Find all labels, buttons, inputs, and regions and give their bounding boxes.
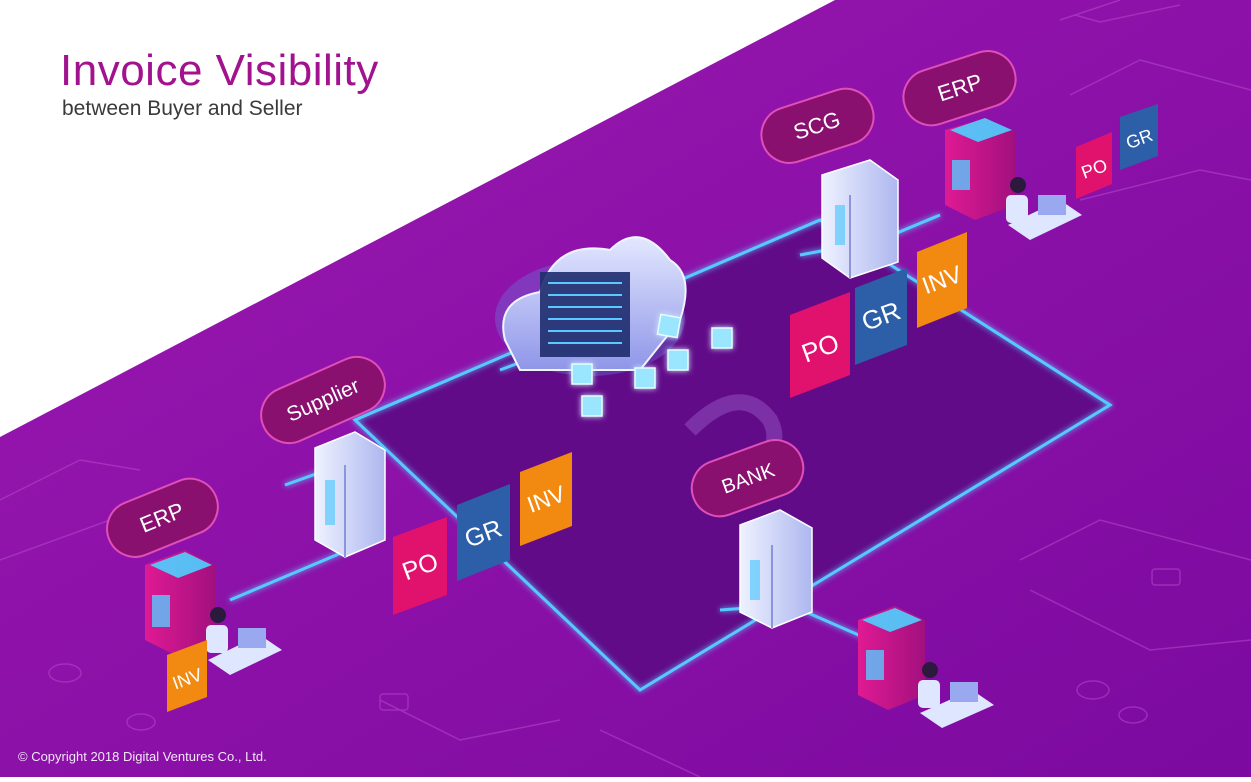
doc-po-seller: PO	[393, 517, 447, 615]
page-title: Invoice Visibility	[60, 46, 379, 95]
label-supplier: Supplier	[260, 355, 386, 445]
label-erp-buyer: ERP	[902, 50, 1017, 127]
label-bank: BANK	[690, 439, 805, 518]
data-cubes	[571, 313, 733, 417]
doc-gr-buyer-small: GR	[1120, 104, 1158, 170]
erp-bank-unit	[858, 606, 994, 728]
doc-inv-seller-erp: INV	[167, 640, 207, 712]
doc-po-buyer-small: PO	[1076, 132, 1112, 199]
doc-inv-seller: INV	[520, 452, 572, 546]
doc-inv-buyer: INV	[917, 232, 967, 328]
page-subtitle: between Buyer and Seller	[62, 97, 303, 120]
erp-seller-unit	[145, 550, 282, 675]
doc-po-buyer: PO	[790, 292, 850, 398]
supplier-server	[314, 431, 386, 558]
label-scg: SCG	[760, 87, 875, 164]
copyright-notice: © Copyright 2018 Digital Ventures Co., L…	[18, 749, 267, 764]
erp-buyer-unit	[945, 118, 1082, 240]
doc-gr-seller: GR	[457, 484, 510, 581]
bank-server	[739, 509, 813, 629]
label-erp-seller: ERP	[106, 477, 219, 558]
connection-erp-supplier	[229, 543, 361, 602]
cloud	[495, 236, 687, 376]
scg-server	[821, 159, 899, 279]
doc-gr-buyer: GR	[855, 268, 907, 365]
